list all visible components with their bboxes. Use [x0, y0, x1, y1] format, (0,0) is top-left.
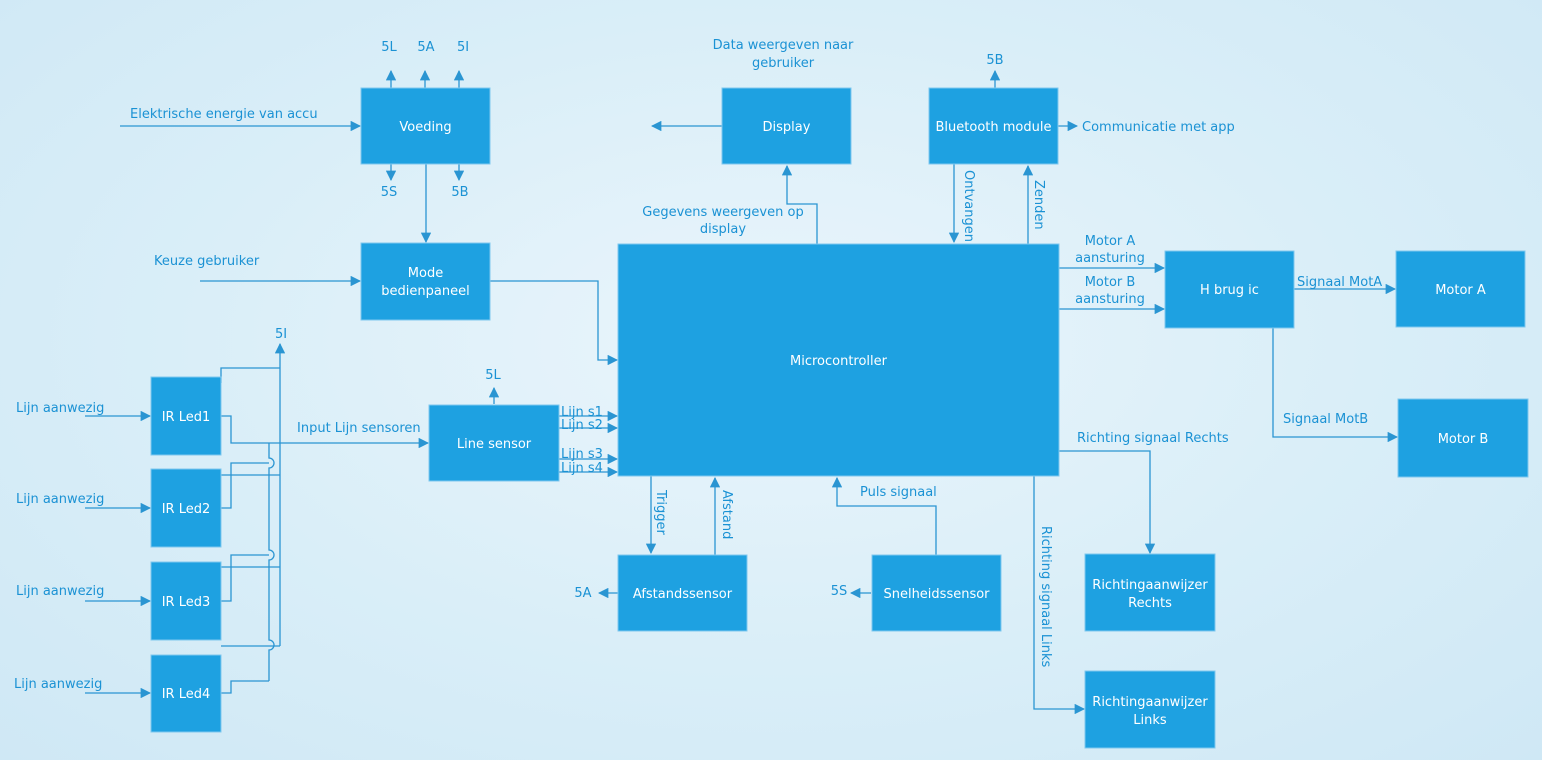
lijn-s4-label: Lijn s4 — [561, 461, 603, 476]
ontvangen-label: Ontvangen — [961, 170, 976, 242]
voeding-5s-label: 5S — [381, 185, 398, 200]
data-weergeven-line1: Data weergeven naar — [713, 38, 854, 53]
motor-b-label: Motor B — [1438, 432, 1489, 447]
ri-rechts-label-line2: Rechts — [1128, 596, 1172, 611]
zenden-label: Zenden — [1031, 180, 1046, 230]
block-snelheidssensor: Snelheidssensor — [871, 554, 1002, 632]
ri-links-label-line1: Richtingaanwijzer — [1092, 695, 1208, 710]
signaal-motb-label: Signaal MotB — [1283, 412, 1368, 427]
block-ir-led4: IR Led4 — [150, 654, 222, 733]
block-motor-b: Motor B — [1397, 398, 1529, 478]
microcontroller-label: Microcontroller — [790, 354, 888, 369]
ir4-signal — [221, 680, 269, 694]
mc-to-display-arrow — [781, 164, 818, 244]
bt-5b-label: 5B — [986, 53, 1003, 68]
richting-links-label: Richting signaal Links — [1038, 526, 1053, 668]
voeding-label: Voeding — [399, 120, 451, 135]
afstandssensor-label: Afstandssensor — [633, 587, 733, 602]
ir-signal-bus — [268, 443, 275, 681]
voeding-5b-label: 5B — [451, 185, 468, 200]
voeding-5i-label: 5I — [457, 40, 469, 55]
keuze-label: Keuze gebruiker — [154, 254, 260, 269]
hbrug-label: H brug ic — [1200, 283, 1259, 298]
richting-rechts-arrow — [1059, 450, 1156, 555]
ir-5i-label: 5I — [275, 327, 287, 342]
block-richtingaanwijzer-rechts: Richtingaanwijzer Rechts — [1084, 553, 1216, 632]
motor-a-label: Motor A — [1435, 283, 1486, 298]
energie-label: Elektrische energie van accu — [130, 107, 318, 122]
puls-arrow — [831, 476, 937, 555]
ir1-label: IR Led1 — [162, 410, 211, 425]
input-lijn-label: Input Lijn sensoren — [297, 421, 421, 436]
lijn-s3-label: Lijn s3 — [561, 447, 603, 462]
ir-power-rail — [220, 367, 280, 383]
data-weergeven-line2: gebruiker — [752, 56, 815, 71]
block-voeding: Voeding — [360, 87, 491, 165]
block-microcontroller: Microcontroller — [617, 243, 1060, 477]
lijn-aanwezig-2: Lijn aanwezig — [16, 492, 104, 507]
gegevens-line2: display — [700, 222, 746, 237]
ir4-label: IR Led4 — [162, 687, 211, 702]
block-line-sensor: Line sensor — [428, 404, 560, 482]
snelheidssensor-label: Snelheidssensor — [883, 587, 990, 602]
ri-rechts-label-line1: Richtingaanwijzer — [1092, 578, 1208, 593]
signaal-mota-label: Signaal MotA — [1297, 275, 1382, 290]
lijn-aanwezig-1: Lijn aanwezig — [16, 401, 104, 416]
block-afstandssensor: Afstandssensor — [617, 554, 748, 632]
block-display: Display — [721, 87, 852, 165]
afs-5a-label: 5A — [574, 586, 591, 601]
block-richtingaanwijzer-links: Richtingaanwijzer Links — [1084, 670, 1216, 749]
communicatie-label: Communicatie met app — [1082, 120, 1235, 135]
lijn-s2-label: Lijn s2 — [561, 418, 603, 433]
display-label: Display — [763, 120, 811, 135]
signaal-motb-arrow — [1272, 328, 1399, 443]
block-hbrug: H brug ic — [1164, 250, 1295, 329]
richting-links-arrow — [1033, 476, 1086, 715]
ir1-signal — [221, 415, 269, 444]
motor-a-aansturing-line1: Motor A — [1085, 234, 1136, 249]
ir3-label: IR Led3 — [162, 595, 211, 610]
afstand-label: Afstand — [719, 490, 734, 539]
trigger-label: Trigger — [653, 489, 668, 535]
ls-5l-label: 5L — [485, 368, 501, 383]
voeding-5a-label: 5A — [417, 40, 434, 55]
mode-to-mc-arrow — [490, 280, 619, 366]
gegevens-line1: Gegevens weergeven op — [642, 205, 803, 220]
lijn-aanwezig-4: Lijn aanwezig — [14, 677, 102, 692]
voeding-5l-label: 5L — [381, 40, 397, 55]
connections — [85, 69, 1399, 715]
block-bluetooth: Bluetooth module — [928, 87, 1059, 165]
motor-a-aansturing-line2: aansturing — [1075, 251, 1145, 266]
motor-b-aansturing-line2: aansturing — [1075, 292, 1145, 307]
ir2-signal — [221, 462, 269, 509]
bluetooth-label: Bluetooth module — [936, 120, 1052, 135]
block-mode: Mode bedienpaneel — [360, 242, 491, 321]
annotations: 5L 5A 5I 5S 5B Elektrische energie van a… — [14, 38, 1382, 692]
block-ir-led2: IR Led2 — [150, 468, 222, 548]
ri-links-label-line2: Links — [1133, 713, 1167, 728]
motor-b-aansturing-line1: Motor B — [1085, 275, 1136, 290]
lijn-s1-label: Lijn s1 — [561, 405, 603, 420]
block-ir-led3: IR Led3 — [150, 561, 222, 641]
block-ir-led1: IR Led1 — [150, 376, 222, 456]
ir3-signal — [221, 554, 269, 602]
line-sensor-label: Line sensor — [457, 437, 532, 452]
mode-label-line1: Mode — [408, 266, 443, 281]
ir2-label: IR Led2 — [162, 502, 211, 517]
lijn-aanwezig-3: Lijn aanwezig — [16, 584, 104, 599]
mode-label-line2: bedienpaneel — [381, 284, 469, 299]
sn-5s-label: 5S — [831, 584, 848, 599]
puls-label: Puls signaal — [860, 485, 937, 500]
richting-rechts-label: Richting signaal Rechts — [1077, 431, 1229, 446]
block-motor-a: Motor A — [1395, 250, 1526, 328]
